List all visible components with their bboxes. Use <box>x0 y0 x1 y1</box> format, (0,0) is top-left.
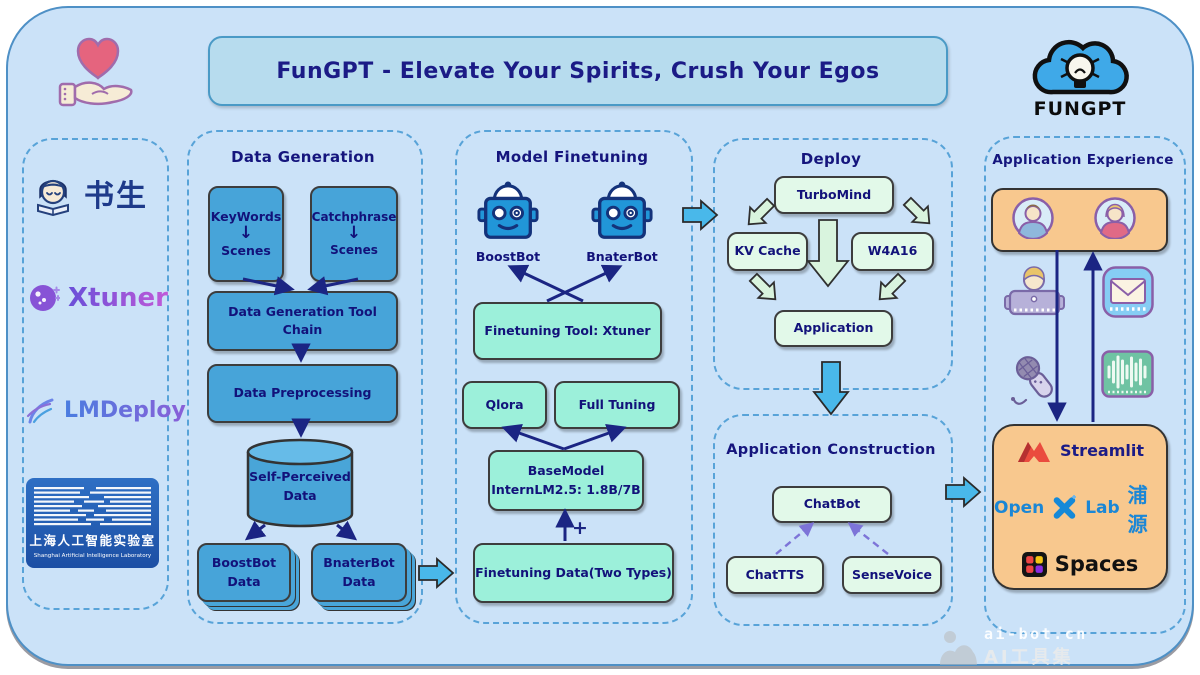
turbomind-box: TurboMind <box>774 176 894 214</box>
finetuning-data-box: Finetuning Data(Two Types) <box>473 543 674 603</box>
person-laptop-icon <box>1004 266 1065 316</box>
bnaterbot-robot-icon <box>591 181 653 239</box>
sidebar-item-shusheng: 书生 <box>30 170 148 216</box>
model-finetuning-group <box>455 130 693 624</box>
chatbot-box: ChatBot <box>772 486 892 523</box>
sail-cn-label: 上海人工智能实验室 <box>29 533 155 548</box>
male-user-avatar <box>1012 197 1054 239</box>
main-title: FunGPT - Elevate Your Spirits, Crush You… <box>276 58 880 84</box>
mail-icon <box>1102 266 1154 318</box>
streamlit-label: Streamlit <box>1060 441 1144 460</box>
openxlab-row: Open Lab 浦源 <box>994 479 1166 537</box>
catchphrase-scenes-box: Catchphrase ↓ Scenes <box>310 186 398 282</box>
self-perceived-data-cylinder <box>246 438 354 528</box>
fungpt-cloud-logo-icon <box>1032 39 1129 95</box>
xtuner-label: Xtuner <box>68 283 168 313</box>
catchphrase-label: Catchphrase <box>311 209 397 224</box>
watermark-logo-icon <box>940 631 977 665</box>
down-arrow-glyph: ↓ <box>346 223 362 244</box>
down-arrow-glyph: ↓ <box>238 223 254 244</box>
puyuan-label: 浦源 <box>1127 482 1148 536</box>
application-experience-title: Application Experience <box>992 152 1174 168</box>
qlora-box: Qlora <box>462 381 547 429</box>
scenes-label: Scenes <box>330 242 378 257</box>
model-finetuning-title: Model Finetuning <box>495 148 649 166</box>
heart-in-hand-icon <box>58 37 133 107</box>
scenes-label: Scenes <box>221 242 271 258</box>
base-model-box: BaseModel InternLM2.5: 1.8B/7B <box>488 450 644 511</box>
boostbot-label: BoostBot <box>475 249 541 264</box>
watermark-name: AI工具集 <box>984 647 1074 668</box>
spaces-grid-icon <box>1021 551 1047 577</box>
boostbot-robot-icon <box>477 181 539 239</box>
keywords-scenes-box: KeyWords ↓ Scenes <box>208 186 284 282</box>
sail-en-label: Shanghai Artificial Intelligence Laborat… <box>34 553 152 559</box>
main-title-banner: FunGPT - Elevate Your Spirits, Crush You… <box>208 36 948 106</box>
spaces-label: Spaces <box>1054 552 1139 576</box>
streamlit-row: Streamlit <box>1016 438 1144 464</box>
plus-annotation: + <box>572 517 588 539</box>
streamlit-logo-icon <box>1018 441 1050 462</box>
finetuning-tool-xtuner-box: Finetuning Tool: Xtuner <box>473 302 662 360</box>
openxlab-lab-label: Lab <box>1085 497 1120 518</box>
sidebar-item-lmdeploy: LMDeploy <box>24 394 186 426</box>
sidebar-item-xtuner: Xtuner <box>28 282 168 314</box>
shusheng-mascot-icon <box>37 179 69 216</box>
female-user-avatar <box>1094 197 1136 239</box>
data-generation-group <box>187 130 423 624</box>
application-box: Application <box>774 310 893 347</box>
application-experience-group <box>984 136 1186 634</box>
boostbot-data-box: BoostBot Data <box>197 543 291 602</box>
microphone-icon <box>1011 356 1053 405</box>
watermark-url: ai-bot.cn <box>984 625 1088 643</box>
xtuner-logo-icon <box>30 285 60 311</box>
deployment-platforms-panel: Streamlit Open Lab 浦源 Space <box>992 424 1168 590</box>
bnaterbot-label: BnaterBot <box>586 249 658 264</box>
spaces-row: Spaces <box>1021 551 1139 577</box>
w4a16-box: W4A16 <box>851 232 934 271</box>
chattts-box: ChatTTS <box>726 556 824 594</box>
data-generation-tool-chain-box: Data Generation Tool Chain <box>207 291 398 351</box>
shusheng-label: 书生 <box>84 179 148 214</box>
openxlab-open-label: Open <box>994 497 1045 518</box>
kv-cache-box: KV Cache <box>727 232 808 271</box>
full-tuning-box: Full Tuning <box>554 381 680 429</box>
deploy-title: Deploy <box>800 150 862 168</box>
openxlab-x-logo-icon <box>1053 494 1077 519</box>
lmdeploy-label: LMDeploy <box>64 397 186 423</box>
sensevoice-box: SenseVoice <box>842 556 942 594</box>
data-preprocessing-box: Data Preprocessing <box>207 364 398 423</box>
data-generation-title: Data Generation <box>231 148 375 166</box>
keywords-label: KeyWords <box>210 209 282 225</box>
application-construction-title: Application Construction <box>726 442 936 458</box>
watermark: ai-bot.cn AI工具集 <box>938 625 1088 669</box>
audio-waveform-icon <box>1101 350 1154 398</box>
shanghai-ai-lab-logo: 上海人工智能实验室 Shanghai Artificial Intelligen… <box>26 478 159 568</box>
fungpt-brand-text: FUNGPT <box>1033 98 1127 120</box>
self-perceived-data-label: Self-Perceived Data <box>249 469 351 503</box>
lmdeploy-logo-icon <box>26 398 54 424</box>
sidebar-tools-group <box>22 138 169 610</box>
bnaterbot-data-box: BnaterBot Data <box>311 543 407 602</box>
